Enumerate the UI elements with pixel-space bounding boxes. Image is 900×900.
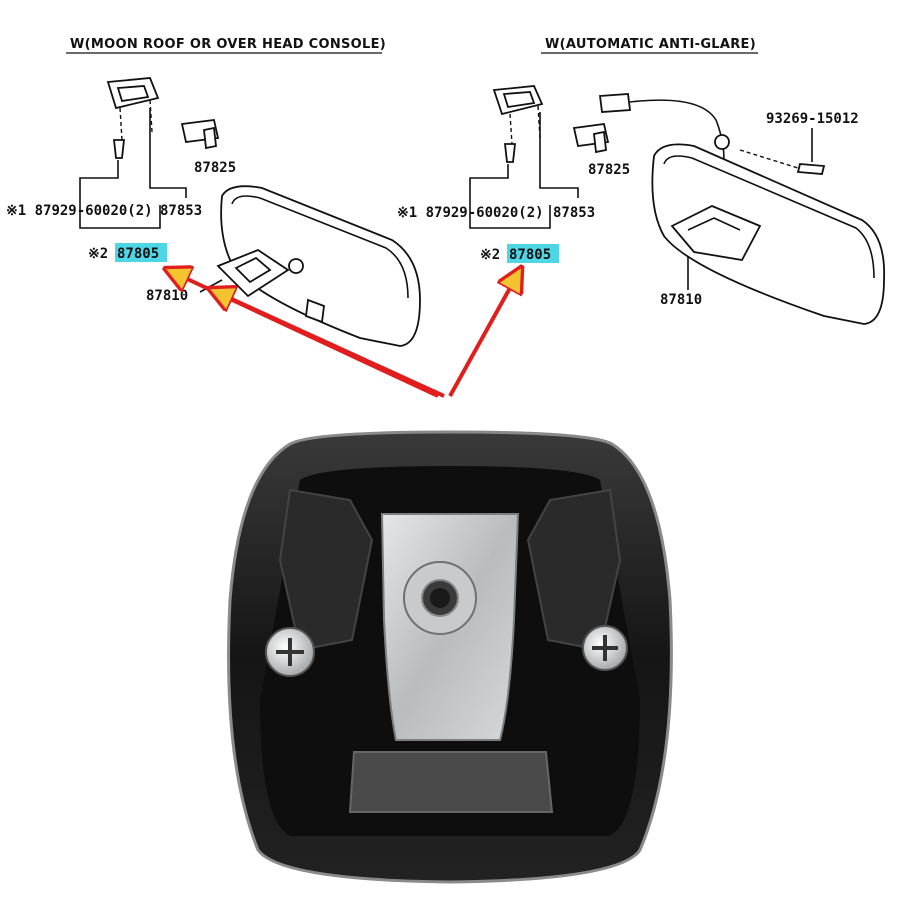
leader-note1-left	[79, 160, 161, 229]
highlight-87805-right	[507, 244, 559, 263]
mount-bracket-right	[670, 205, 762, 261]
label-note2-prefix-right: ※2	[480, 247, 500, 263]
label-87805-right: 87805	[509, 247, 551, 263]
label-note1-left: ※1 87929-60020(2)	[6, 203, 153, 219]
red-arrow-right	[448, 270, 520, 397]
mount-lip	[348, 751, 554, 813]
cover-inner-left	[116, 85, 150, 103]
screw-left-photo	[265, 627, 315, 677]
dash-cover2-left	[149, 99, 153, 133]
highlight-87805-left	[115, 243, 167, 262]
label-note2-prefix-left: ※2	[88, 246, 108, 262]
product-photo-mirror-mount	[227, 430, 673, 884]
label-note1-right: ※1 87929-60020(2)	[397, 205, 544, 221]
dash-cover-left	[119, 107, 123, 141]
leader-note1-right	[469, 164, 551, 229]
red-arrow-left-2	[212, 290, 445, 398]
heading-right: W(AUTOMATIC ANTI-GLARE)	[545, 37, 756, 52]
diagram-left: W(MOON ROOF OR OVER HEAD CONSOLE) 87825 …	[6, 37, 421, 347]
label-87825-left: 87825	[194, 160, 236, 176]
label-87810-right: 87810	[660, 292, 702, 308]
label-87853-right: 87853	[553, 205, 595, 221]
label-87810-left: 87810	[146, 288, 188, 304]
diagram-right: W(AUTOMATIC ANTI-GLARE) 87825 ※1 87929-6…	[397, 37, 886, 325]
leader-87853-right	[539, 112, 579, 198]
label-87825-right: 87825	[588, 162, 630, 178]
screw-left	[112, 139, 126, 159]
label-87805-left: 87805	[117, 246, 159, 262]
leader-87853-left	[149, 108, 187, 198]
label-87853-left: 87853	[160, 203, 202, 219]
connector-right	[598, 93, 632, 113]
heading-left: W(MOON ROOF OR OVER HEAD CONSOLE)	[70, 37, 386, 52]
red-arrows	[168, 270, 520, 398]
mirror-right	[651, 143, 886, 325]
clip-tab-left	[203, 126, 217, 150]
screw-93269	[796, 163, 826, 175]
screw-right	[503, 143, 517, 163]
screw-right-photo	[582, 625, 628, 671]
label-93269-right: 93269-15012	[766, 111, 859, 127]
mirror-left	[199, 185, 421, 347]
